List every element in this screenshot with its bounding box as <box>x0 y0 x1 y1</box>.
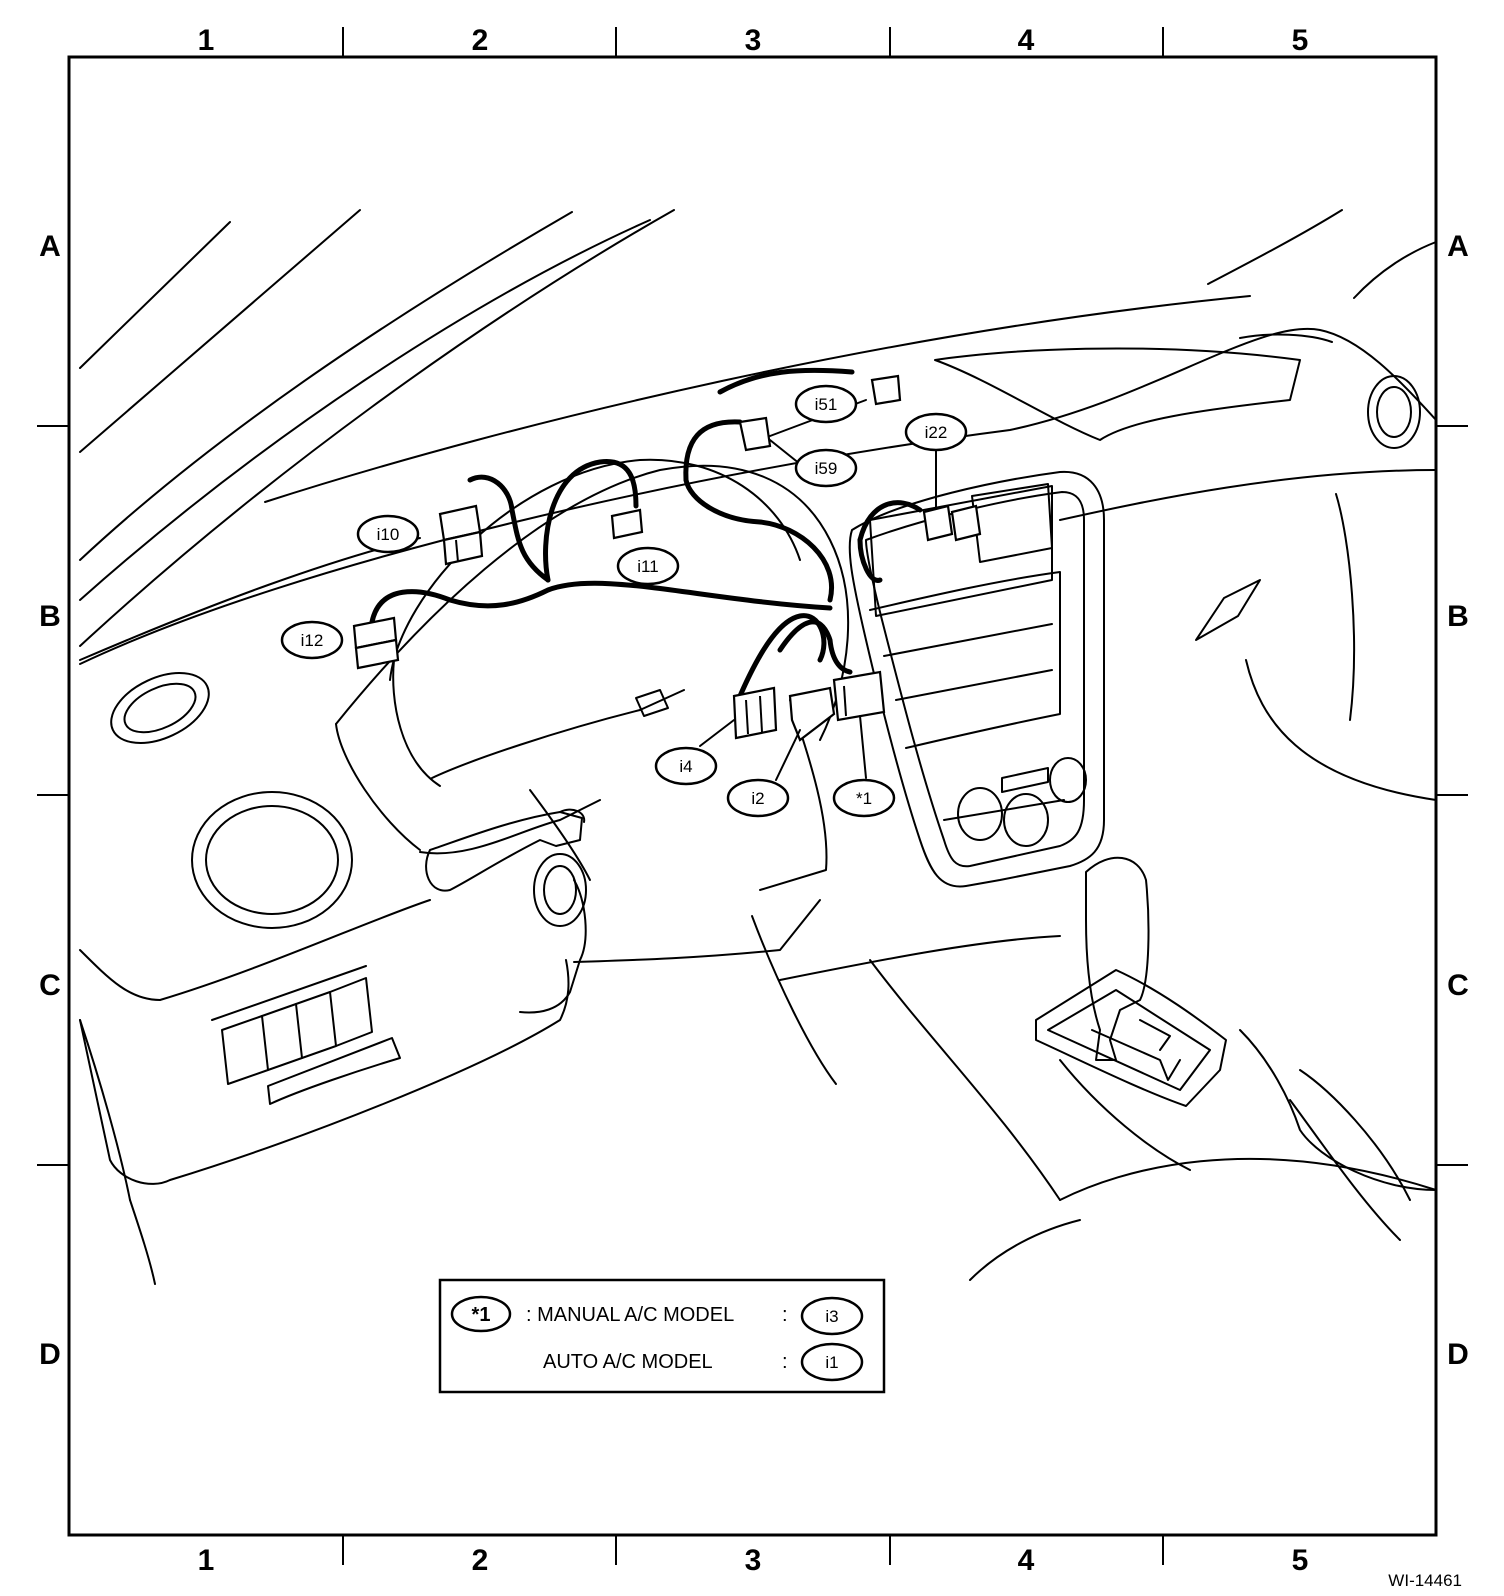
center-console <box>751 470 1437 1201</box>
legend-row-2-label: AUTO A/C MODEL <box>543 1351 713 1373</box>
grid-ticks <box>37 27 1468 1565</box>
legend-symbol: *1 <box>472 1304 491 1326</box>
grid-row-c-left: C <box>39 969 61 1002</box>
callout-i22-label: i22 <box>925 423 948 442</box>
callout-i11-label: i11 <box>637 557 658 576</box>
connector-i51 <box>870 374 902 406</box>
dashboard-outline <box>79 327 1437 801</box>
legend-box: *1 : MANUAL A/C MODEL : i3 AUTO A/C MODE… <box>438 1278 886 1394</box>
callout-star1: *1 <box>832 778 896 818</box>
callout-i12: i12 <box>280 620 344 660</box>
connector-i10 <box>438 504 484 566</box>
callout-i12-label: i12 <box>301 631 324 650</box>
gear-shifter <box>969 856 1437 1281</box>
callout-i2: i2 <box>726 778 790 818</box>
connector-i4 <box>732 686 778 740</box>
legend-row-2-separator: : <box>782 1351 788 1373</box>
grid-col-2-bottom: 2 <box>472 1544 489 1577</box>
grid-col-5-bottom: 5 <box>1292 1544 1309 1577</box>
grid-col-1-bottom: 1 <box>198 1544 215 1577</box>
grid-col-4-top: 4 <box>1018 24 1035 57</box>
connector-i11 <box>610 508 644 540</box>
connector-i22 <box>922 504 982 542</box>
grid-col-5-top: 5 <box>1292 24 1309 57</box>
legend-row-2-connector: i1 <box>825 1353 838 1372</box>
windshield-lines <box>79 209 1437 647</box>
callout-i10-label: i10 <box>377 525 400 544</box>
grid-col-3-bottom: 3 <box>745 1544 762 1577</box>
steering-column <box>425 808 821 1014</box>
grid-row-c-right: C <box>1447 969 1469 1002</box>
figure-reference-code: WI-14461 <box>1388 1571 1462 1590</box>
wiring-harness <box>369 367 923 699</box>
grid-col-4-bottom: 4 <box>1018 1544 1035 1577</box>
connector-i59 <box>738 416 772 452</box>
legend-row-1-separator: : <box>782 1304 788 1326</box>
connector-i2 <box>788 686 836 742</box>
grid-row-d-left: D <box>39 1338 61 1371</box>
grid-row-a-left: A <box>39 230 61 263</box>
callout-i2-label: i2 <box>751 789 764 808</box>
callout-i4: i4 <box>654 746 718 786</box>
callout-i59-label: i59 <box>815 459 838 478</box>
callout-i51: i51 <box>794 384 858 424</box>
legend-row-1-label: : MANUAL A/C MODEL <box>526 1304 734 1326</box>
callout-i11: i11 <box>616 546 680 586</box>
grid-row-b-right: B <box>1447 600 1469 633</box>
legend-row-1-connector: i3 <box>825 1307 838 1326</box>
grid-row-b-left: B <box>39 600 61 633</box>
lower-dash-left <box>79 791 570 1285</box>
grid-col-3-top: 3 <box>745 24 762 57</box>
connector-i12 <box>352 616 400 670</box>
callout-i51-label: i51 <box>815 395 838 414</box>
callout-i4-label: i4 <box>679 757 692 776</box>
grid-col-2-top: 2 <box>472 24 489 57</box>
callout-i59: i59 <box>794 448 858 488</box>
grid-row-a-right: A <box>1447 230 1469 263</box>
callout-star1-label: *1 <box>856 789 872 808</box>
callout-i22: i22 <box>904 412 968 452</box>
callout-i10: i10 <box>356 514 420 554</box>
grid-row-d-right: D <box>1447 1338 1469 1371</box>
connector-star1 <box>832 670 886 722</box>
grid-col-1-top: 1 <box>198 24 215 57</box>
